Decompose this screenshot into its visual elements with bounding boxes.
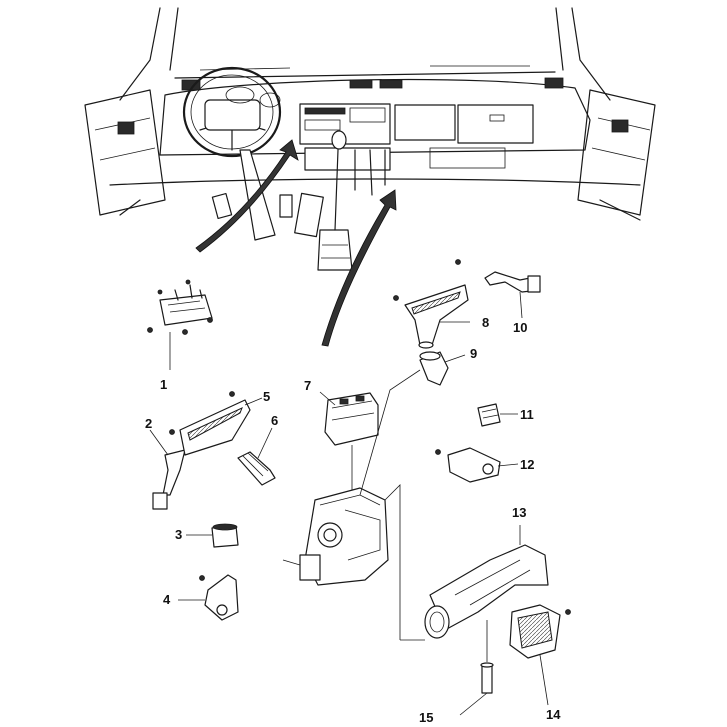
part-11-grommet-right <box>477 403 518 427</box>
callout-1: 1 <box>160 377 167 392</box>
part-2-side-duct-left <box>149 429 186 510</box>
callout-13: 13 <box>512 505 526 520</box>
part-7-upper-housing <box>319 391 379 500</box>
part-8-vent-duct-right <box>393 259 470 349</box>
part-6-flex-hose <box>237 427 276 486</box>
callout-12: 12 <box>520 457 534 472</box>
part-1-control-assembly <box>147 279 213 370</box>
callout-4: 4 <box>163 592 171 607</box>
vehicle-dashboard-illustration <box>84 7 656 347</box>
callout-labels: 1 2 3 4 5 6 7 8 9 10 11 12 13 14 15 <box>145 315 561 725</box>
callout-11: 11 <box>520 407 534 422</box>
part-14-filter-housing <box>509 604 571 706</box>
part-5-vent-duct <box>169 391 263 456</box>
callout-2: 2 <box>145 416 152 431</box>
part-4-lower-bracket <box>178 574 239 621</box>
callout-6: 6 <box>271 413 278 428</box>
part-15-drain-tube <box>459 620 494 716</box>
callout-9: 9 <box>470 346 477 361</box>
part-13-main-air-duct <box>400 525 549 641</box>
part-12-bracket-right <box>435 447 519 483</box>
callout-3: 3 <box>175 527 182 542</box>
callout-5: 5 <box>263 389 270 404</box>
part-9-elbow-connector <box>419 351 466 386</box>
callout-7: 7 <box>304 378 311 393</box>
callout-14: 14 <box>546 707 561 722</box>
callout-10: 10 <box>513 320 527 335</box>
part-3-grommet <box>186 523 239 548</box>
callout-15: 15 <box>419 710 433 725</box>
callout-8: 8 <box>482 315 489 330</box>
heater-unit-assembly <box>282 369 421 640</box>
part-10-side-duct-right <box>484 271 541 319</box>
